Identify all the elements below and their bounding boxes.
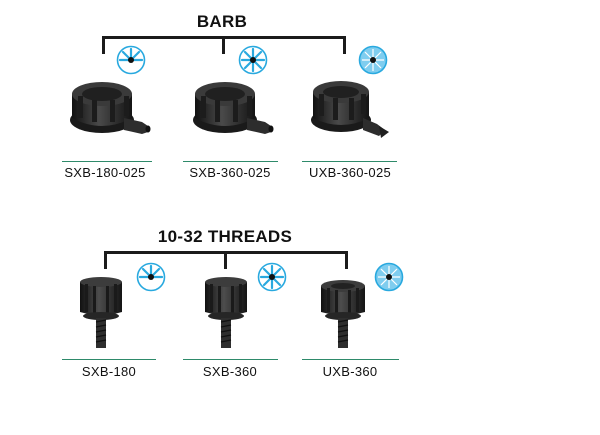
section-heading-barb: BARB — [196, 12, 248, 31]
barb-bracket-mid-drop — [222, 36, 225, 54]
umbrella-spray-pattern-icon — [374, 262, 404, 292]
barb-bracket-right-drop — [343, 36, 346, 54]
barb-nozzle-image-sxb-180-025 — [70, 82, 151, 134]
threads-bracket-mid-drop — [224, 251, 227, 269]
part-model-label: SXB-360-025 — [189, 165, 271, 180]
label-rule — [183, 359, 278, 360]
label-rule — [302, 161, 397, 162]
label-rule — [62, 359, 156, 360]
umbrella-spray-pattern-icon — [358, 45, 388, 75]
360-degree-spray-pattern-icon — [238, 45, 268, 75]
thread-nozzle-image-sxb-180 — [80, 277, 122, 348]
part-model-label: UXB-360-025 — [308, 165, 392, 180]
threads-bracket-right-drop — [345, 251, 348, 269]
thread-nozzle-image-uxb-360 — [321, 280, 365, 348]
label-rule — [62, 161, 152, 162]
label-rule — [183, 161, 278, 162]
360-degree-spray-pattern-icon — [257, 262, 287, 292]
180-degree-spray-pattern-icon — [136, 262, 166, 292]
threads-bracket-left-drop — [104, 251, 107, 269]
part-model-label: SXB-180 — [81, 364, 137, 379]
part-model-label: SXB-180-025 — [64, 165, 146, 180]
180-degree-spray-pattern-icon — [116, 45, 146, 75]
barb-bracket-left-drop — [102, 36, 105, 54]
barb-nozzle-image-sxb-360-025 — [193, 82, 274, 134]
thread-nozzle-image-sxb-360 — [205, 277, 247, 348]
barb-nozzle-image-uxb-360-025 — [311, 81, 389, 138]
part-model-label: UXB-360 — [322, 364, 378, 379]
label-rule — [302, 359, 399, 360]
section-heading-threads: 10-32 THREADS — [157, 227, 293, 246]
part-model-label: SXB-360 — [202, 364, 258, 379]
